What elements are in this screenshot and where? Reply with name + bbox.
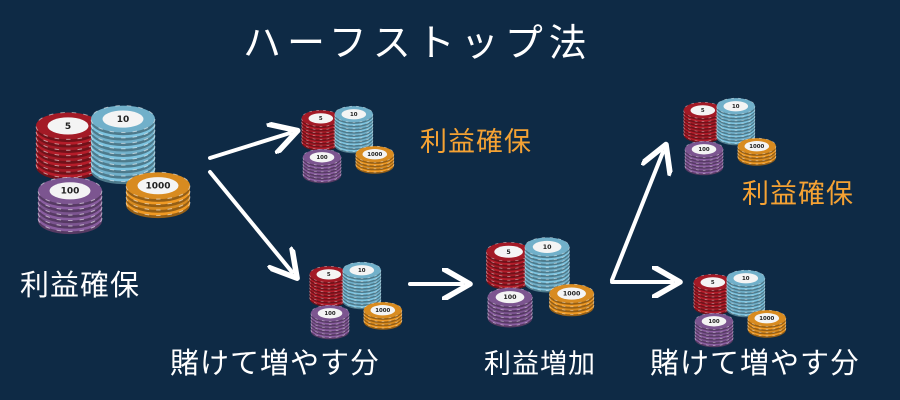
chip-face	[700, 277, 726, 288]
chip-face	[744, 141, 770, 152]
chip-stacks-graphic: 5 10 100 1000	[301, 105, 395, 184]
chip-value-text: 1000	[563, 291, 581, 298]
arrow-start-to-secure	[208, 133, 290, 160]
chip-face	[495, 291, 525, 304]
chip-stack: 10	[90, 105, 156, 185]
chip-stack: 10	[524, 237, 570, 293]
chip-value-text: 100	[61, 187, 80, 197]
chip-face	[690, 105, 716, 116]
chip-face	[102, 110, 144, 128]
label-bet-increase-left: 賭けて増やす分	[170, 346, 381, 380]
chip-value-text: 5	[319, 116, 323, 122]
chip-face	[349, 265, 375, 276]
chip-value-text: 10	[543, 244, 552, 251]
chip-stack: 1000	[125, 171, 191, 219]
chip-cluster-secure-2: 5 10 100 1000	[680, 78, 782, 176]
chip-cluster-start: 5 10 100 1000	[30, 72, 200, 235]
chip-face	[723, 101, 749, 112]
chip-face	[317, 308, 343, 319]
label-bet-increase-right: 賭けて増やす分	[650, 346, 861, 380]
chip-face	[754, 313, 780, 324]
chip-stacks-graphic: 5 10 100 1000	[693, 269, 787, 348]
chip-stack: 100	[37, 176, 103, 235]
chip-value-text: 100	[503, 294, 517, 301]
chip-stack: 1000	[355, 145, 395, 174]
chip-stacks-graphic: 5 10 100 1000	[35, 105, 191, 235]
chip-face	[494, 245, 523, 258]
label-profit-increase: 利益増加	[484, 349, 596, 380]
chip-face	[316, 269, 342, 280]
chip-value-text: 10	[358, 268, 366, 274]
chip-face	[733, 273, 759, 284]
chip-stack: 5	[693, 274, 733, 315]
label-profit-secure-right: 利益確保	[742, 179, 854, 210]
chip-stack: 100	[310, 304, 350, 340]
label-profit-secure-upper: 利益確保	[420, 127, 532, 158]
arrow-increase-to-secure	[610, 152, 663, 282]
chip-face	[370, 305, 396, 316]
chip-value-text: 5	[711, 280, 715, 286]
chip-face	[532, 240, 562, 253]
chip-value-text: 100	[698, 147, 710, 153]
chip-cluster-secure-1: 5 10 100 1000	[298, 86, 400, 184]
chip-stack: 1000	[747, 309, 787, 338]
chip-stacks-graphic: 5 10 100 1000	[309, 261, 403, 340]
chip-stack: 10	[342, 261, 382, 310]
chip-value-text: 100	[316, 155, 328, 161]
chip-value-text: 1000	[145, 182, 170, 192]
chip-face	[701, 316, 727, 327]
chip-value-text: 1000	[367, 152, 382, 158]
chip-cluster-bet-1: 5 10 100 1000	[306, 242, 408, 340]
chip-value-text: 10	[117, 115, 130, 125]
chip-face	[362, 149, 388, 160]
chip-stack: 5	[309, 266, 349, 307]
chip-face	[341, 109, 367, 120]
chip-stacks-graphic: 5 10 100 1000	[683, 97, 777, 176]
chip-value-text: 100	[324, 311, 336, 317]
chip-stacks-graphic: 5 10 100 1000	[485, 237, 595, 328]
chip-stack: 100	[684, 140, 724, 176]
chip-value-text: 5	[701, 108, 705, 114]
chip-value-text: 1000	[759, 316, 774, 322]
chip-stack: 10	[334, 105, 374, 154]
chip-cluster-bet-2: 5 10 100 1000	[690, 250, 792, 348]
chip-stack: 100	[487, 287, 533, 328]
chip-value-text: 10	[742, 276, 750, 282]
chip-face	[137, 177, 179, 195]
chip-stack: 10	[726, 269, 766, 318]
arrow-start-to-bet	[208, 170, 292, 272]
chip-stack: 1000	[548, 283, 595, 317]
chip-stack: 100	[694, 312, 734, 348]
label-profit-secure-start: 利益確保	[20, 268, 141, 302]
chip-value-text: 5	[506, 249, 510, 256]
chip-stack: 1000	[363, 301, 403, 330]
chip-stack: 100	[302, 148, 342, 184]
chip-value-text: 1000	[375, 308, 390, 314]
chip-stack: 5	[485, 241, 532, 290]
chip-value-text: 10	[732, 104, 740, 110]
chip-face	[557, 287, 586, 300]
chip-stack: 1000	[737, 137, 777, 166]
chip-stack: 10	[716, 97, 756, 146]
chip-value-text: 1000	[749, 144, 764, 150]
diagram-title: ハーフストップ法	[243, 21, 593, 65]
chip-face	[309, 152, 335, 163]
chip-face	[49, 182, 91, 200]
chip-stack: 5	[301, 110, 341, 151]
chip-face	[47, 117, 89, 135]
chip-value-text: 5	[327, 272, 331, 278]
chip-cluster-increase: 5 10 100 1000	[482, 214, 601, 328]
chip-stack: 5	[683, 102, 723, 143]
chip-value-text: 5	[65, 122, 71, 132]
chip-face	[308, 113, 334, 124]
chip-value-text: 100	[708, 319, 720, 325]
chip-value-text: 10	[350, 112, 358, 118]
chip-stack: 5	[35, 111, 101, 181]
chip-face	[691, 144, 717, 155]
